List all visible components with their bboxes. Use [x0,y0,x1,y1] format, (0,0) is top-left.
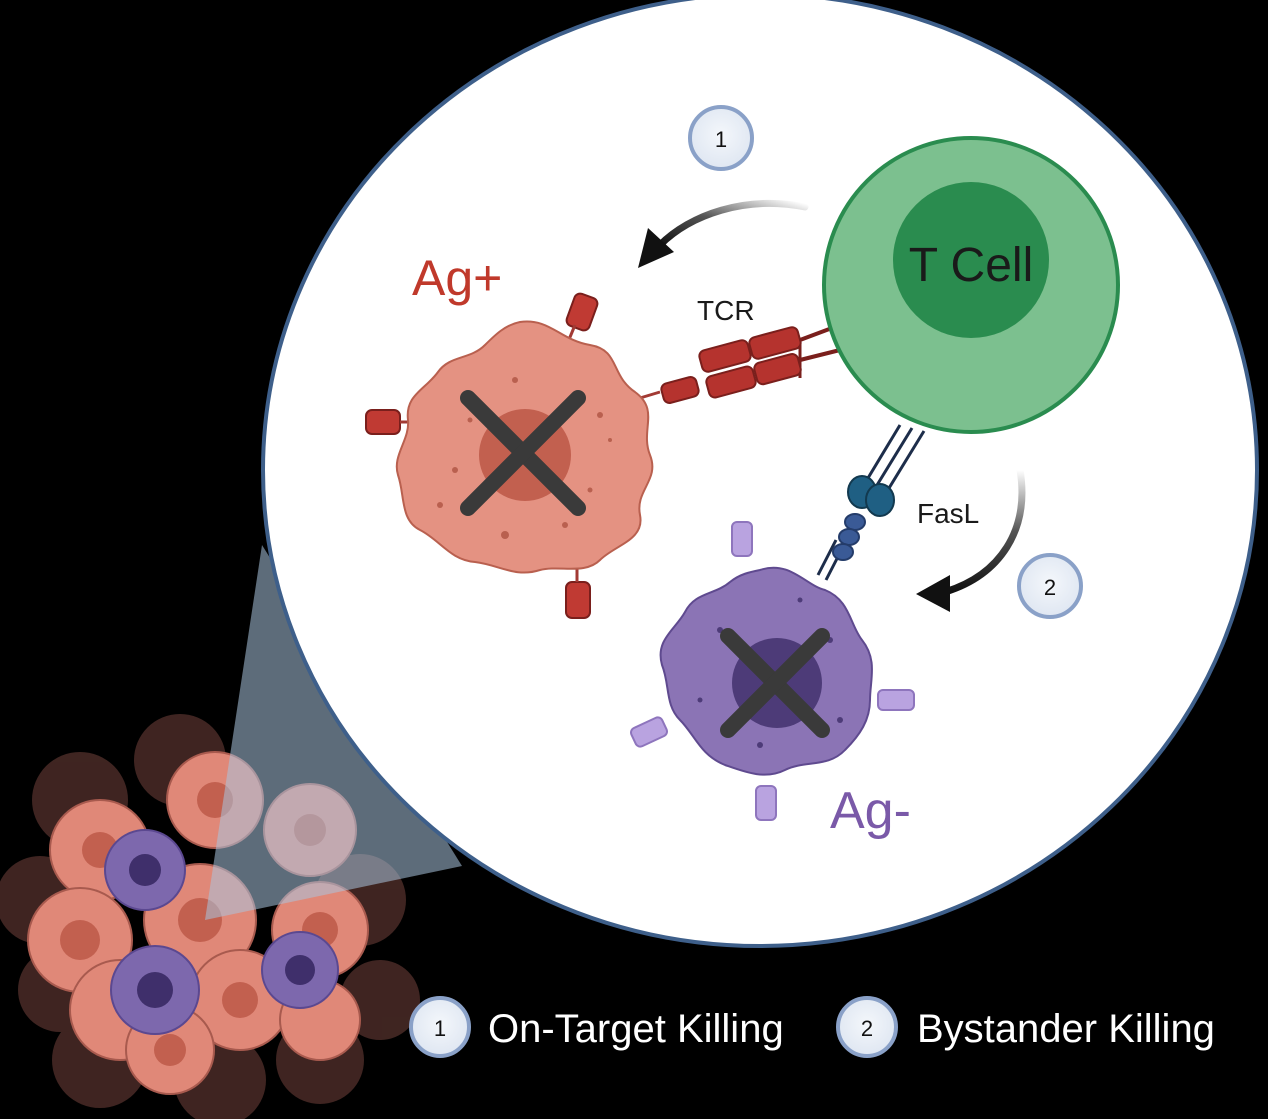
kill-x-icon [720,628,830,738]
step-badge-2-number: 2 [1044,575,1056,600]
t-cell-label: T Cell [909,239,1033,292]
legend-item-bystander: 2 Bystander Killing [836,996,1215,1058]
zoom-cone [205,545,462,920]
step-badge-2: 2 [1017,553,1083,619]
legend-item-on-target: 1 On-Target Killing [409,996,784,1058]
ag-positive-label: Ag+ [412,250,502,306]
legend-label-on-target: On-Target Killing [488,1007,784,1051]
ag-negative-label: Ag- [830,782,911,840]
curved-arrow-icon [638,200,809,268]
legend-badge-2-number: 2 [861,1016,873,1041]
step-badge-1-number: 1 [715,127,727,152]
legend: 1 On-Target Killing 2 Bystander Killing [409,996,1215,1058]
fasl-ligand [816,424,926,581]
tumor-cluster [0,714,420,1119]
step-badge-1: 1 [688,105,754,171]
curved-arrow-icon [916,466,1026,612]
ag-positive-tumor-cell [365,292,654,619]
kill-x-icon [460,390,586,516]
t-cell [822,136,1120,434]
tcr-receptor [639,323,841,404]
legend-badge-1-number: 1 [434,1016,446,1041]
tcr-label: TCR [697,295,755,326]
legend-label-bystander: Bystander Killing [917,1007,1215,1051]
fasl-label: FasL [917,498,979,529]
ag-negative-tumor-cell [630,521,915,821]
